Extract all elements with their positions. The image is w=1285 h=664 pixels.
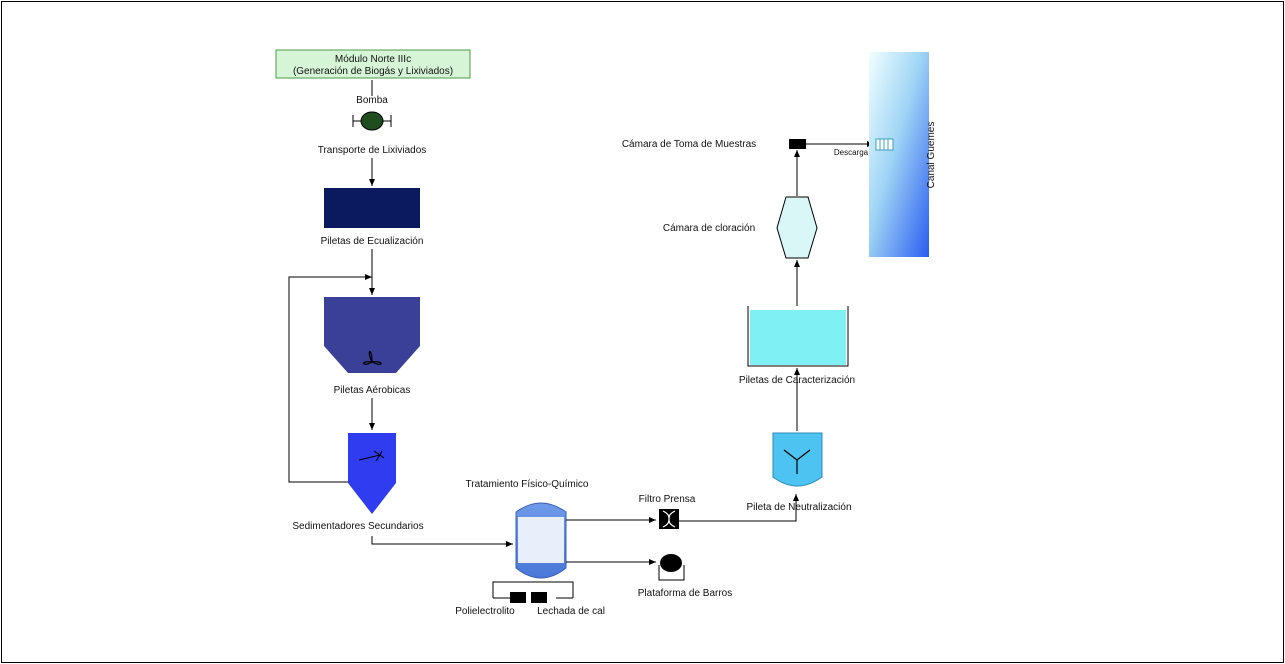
polielectrolito-doser — [510, 592, 526, 603]
canal-label: Canal Guemes — [926, 122, 937, 189]
canal-guemes — [869, 52, 929, 257]
toma-muestras-label: Cámara de Toma de Muestras — [622, 139, 756, 150]
sedimentadores-label: Sedimentadores Secundarios — [292, 521, 423, 532]
descarga-label: Descarga — [834, 148, 869, 157]
aerobicas-tank — [324, 297, 420, 373]
lechada-label: Lechada de cal — [537, 606, 605, 617]
lechada-doser — [531, 592, 547, 603]
cloracion-chamber — [776, 196, 818, 259]
tratamiento-label: Tratamiento Físico-Químico — [466, 479, 589, 490]
filtro-prensa-icon — [659, 509, 679, 529]
caracterizacion-tank — [747, 306, 849, 367]
filtro-label: Filtro Prensa — [639, 494, 696, 505]
neutralizacion-tank — [772, 432, 823, 487]
transporte-label: Transporte de Lixiviados — [318, 145, 427, 156]
toma-muestras-chamber — [789, 139, 806, 149]
caracterizacion-label: Piletas de Caracterización — [739, 375, 855, 386]
sedimentador-tank — [348, 433, 396, 514]
outfall-icon — [875, 138, 894, 151]
neutralizacion-label: Pileta de Neutralización — [746, 502, 851, 513]
recirculation-line — [288, 274, 372, 483]
modulo-subtitle: (Generación de Biogás y Lixiviados) — [293, 66, 453, 77]
cloracion-label: Cámara de cloración — [663, 223, 755, 234]
ecualizacion-label: Piletas de Ecualización — [321, 236, 424, 247]
ecualizacion-tank — [324, 188, 420, 228]
polielectrolito-label: Polielectrolito — [455, 606, 515, 617]
modulo-norte-box: Módulo Norte IIIc (Generación de Biogás … — [275, 49, 471, 79]
modulo-title: Módulo Norte IIIc — [335, 54, 411, 65]
plataforma-label: Plataforma de Barros — [638, 588, 733, 599]
bomba-pump-icon — [352, 111, 392, 131]
plataforma-barros-icon — [658, 554, 685, 581]
tratamiento-tank — [515, 502, 567, 579]
bomba-label: Bomba — [356, 95, 388, 106]
aerobicas-label: Piletas Aérobicas — [334, 385, 411, 396]
aerator-icon — [363, 350, 382, 365]
